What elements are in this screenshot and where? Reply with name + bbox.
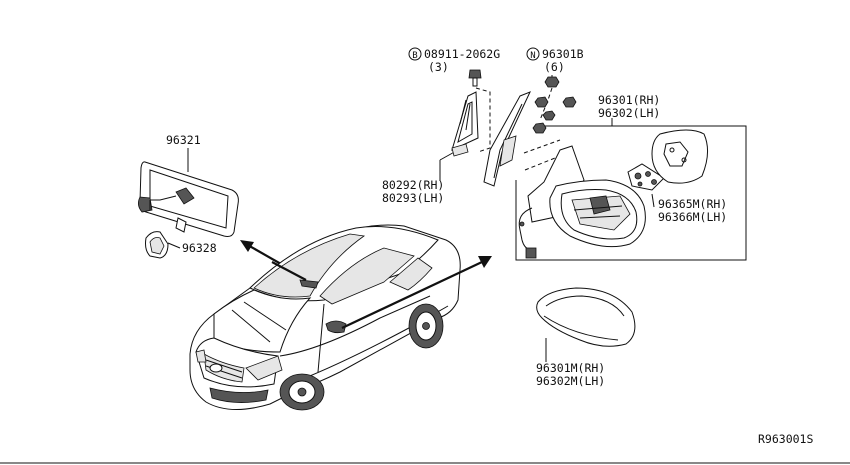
nut-prefix: N [530,51,535,61]
mirror-cap [536,287,636,347]
nut-circle-icon [526,47,540,61]
diagram-code: R963001S [758,432,813,446]
mirror-assy-lh-label: 96302(LH) [598,106,660,120]
nut-quantity: (6) [544,60,565,74]
bolt-callout: B 08911-2062G (3) [408,47,500,74]
mirror-assy-rh-label: 96301(RH) [598,93,660,107]
nut-callout: N 96301B (6) [526,47,584,74]
finisher-rh-label: 80292(RH) [382,178,444,192]
mirror-cover-label: 96328 [182,241,217,255]
mirror-base-cover [145,231,169,259]
car-body [189,224,461,411]
arrow-door-mirror [341,256,492,329]
cap-lh-label: 96302M(LH) [536,374,605,388]
bolt-quantity: (3) [428,60,449,74]
corner-finisher [451,91,479,157]
glass-lh-label: 96366M(LH) [658,210,727,224]
cap-rh-label: 96301M(RH) [536,361,605,375]
bolt-part-number: 08911-2062G [424,47,500,61]
inside-mirror-label: 96321 [166,133,201,147]
bolt-icon [468,69,482,87]
inside-rearview-mirror [138,161,239,237]
nut-icons [532,76,577,134]
car-inside-mirror [299,279,319,289]
mirror-glass [651,129,708,184]
arrow-inside-mirror-to-car [271,261,307,281]
finisher-lh-label: 80293(LH) [382,191,444,205]
door-mirror-assembly [518,145,646,259]
emblem-icon [209,363,223,373]
mirror-assy-box [515,125,747,261]
bolt-circle-icon [408,47,422,61]
door-frame [483,91,531,187]
glass-rh-label: 96365M(RH) [658,197,727,211]
car-door-mirror [325,320,347,334]
bolt-prefix: B [412,51,417,61]
nut-part-number: 96301B [542,47,584,61]
mirror-actuator [627,163,665,191]
